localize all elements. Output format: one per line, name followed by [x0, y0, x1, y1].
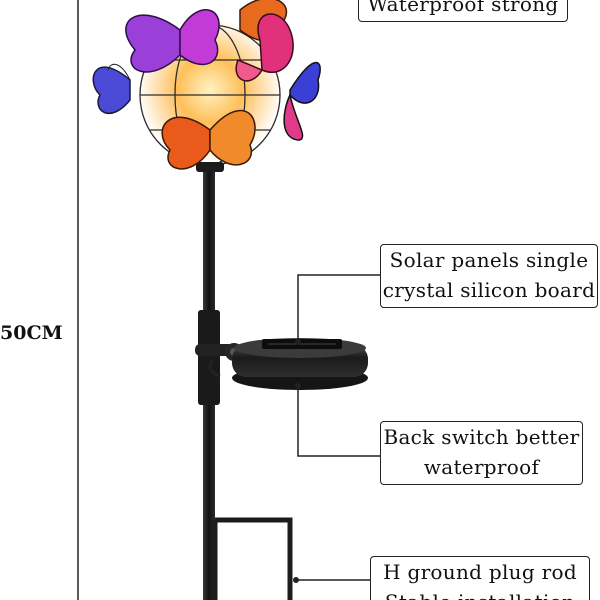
callout-rod-line1: H ground plug rod: [383, 560, 577, 584]
switch-leader: [297, 386, 380, 457]
callout-waterproof-line1: Waterproof strong: [367, 0, 559, 16]
pole-collar: [198, 310, 220, 405]
height-measurement-label: 50CM: [0, 322, 63, 344]
callout-solar-panel: Solar panels single crystal silicon boar…: [380, 244, 598, 308]
callout-solar-line2: crystal silicon board: [382, 278, 596, 302]
solar-leader: [297, 274, 380, 342]
butterfly-orange-bottom: [161, 109, 256, 170]
callout-switch-line1: Back switch better: [383, 425, 580, 449]
callout-waterproof: Waterproof strong: [358, 0, 568, 22]
callout-back-switch: Back switch better waterproof: [380, 421, 583, 485]
butterfly-blue-right: [283, 61, 321, 141]
solar-panel-unit: [232, 338, 368, 390]
callout-rod-line2: Stable installation: [371, 587, 589, 600]
butterfly-purple-top: [125, 9, 220, 73]
ground-stake: [212, 517, 293, 600]
callout-ground-rod: H ground plug rod Stable installation: [370, 556, 590, 600]
butterfly-purple-left: [92, 63, 131, 114]
callout-switch-line2: waterproof: [423, 455, 540, 479]
callout-solar-line1: Solar panels single: [389, 248, 589, 272]
butterfly-pink-right: [235, 13, 294, 82]
